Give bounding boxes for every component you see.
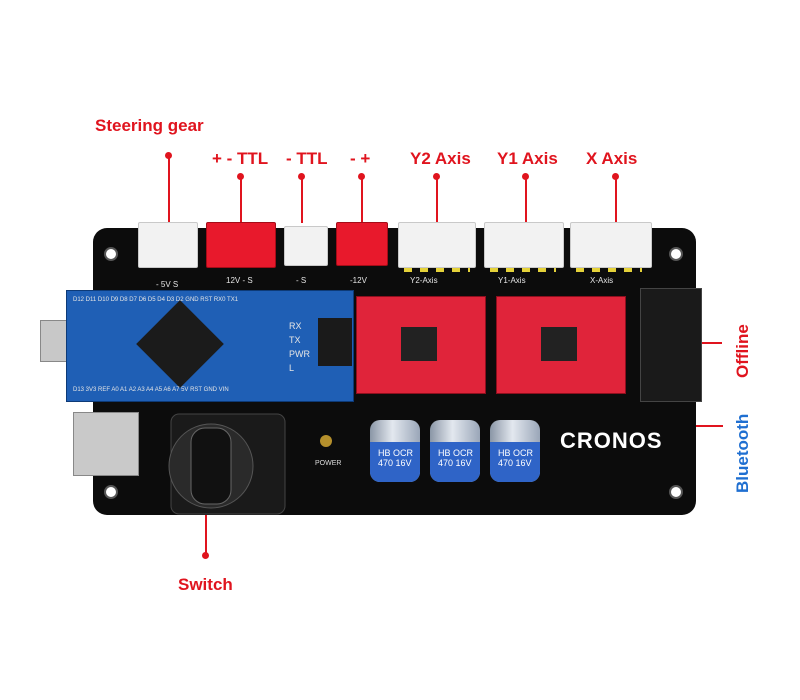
arduino-nano: D12 D11 D10 D9 D8 D7 D6 D5 D4 D3 D2 GND … bbox=[66, 290, 354, 402]
minus-plus-label: - + bbox=[350, 149, 371, 168]
joystick-switch bbox=[168, 413, 286, 515]
y2-dot bbox=[433, 173, 440, 180]
nano-l: L bbox=[289, 363, 295, 373]
offline-line bbox=[696, 342, 722, 344]
ttl-plus-minus-label: + - TTL bbox=[212, 149, 269, 168]
steering-gear-connector bbox=[138, 222, 198, 268]
switch-dot bbox=[202, 552, 209, 559]
mount-hole-bottom-right bbox=[669, 485, 683, 499]
silk-5v: - 5V S bbox=[156, 280, 179, 289]
y1-dot bbox=[522, 173, 529, 180]
y1-pins bbox=[490, 268, 556, 272]
capacitor-text: HB OCR 470 16V bbox=[438, 448, 474, 468]
ttl-minus-label: - TTL bbox=[286, 149, 328, 168]
y1-axis-label: Y1 Axis bbox=[497, 149, 558, 168]
y2-pins bbox=[404, 268, 470, 272]
x-line bbox=[615, 179, 617, 223]
y2-axis-label: Y2 Axis bbox=[410, 149, 471, 168]
x-connector bbox=[570, 222, 652, 268]
ttl1-dot bbox=[237, 173, 244, 180]
silk-y2: Y2-Axis bbox=[410, 276, 438, 285]
microcontroller-chip bbox=[136, 300, 224, 388]
silk-12v: 12V - S bbox=[226, 276, 253, 285]
driver-ic bbox=[541, 327, 577, 361]
capacitor-2: HB OCR 470 16V bbox=[430, 420, 480, 482]
y1-line bbox=[525, 179, 527, 223]
ttl1-connector bbox=[206, 222, 276, 268]
capacitor-sleeve bbox=[430, 442, 480, 482]
silk-x: X-Axis bbox=[590, 276, 614, 285]
nano-tx: TX bbox=[289, 335, 301, 345]
ttl2-connector bbox=[284, 226, 328, 266]
silk-s: - S bbox=[296, 276, 307, 285]
stepper-driver-y2 bbox=[356, 296, 486, 394]
x-pins bbox=[576, 268, 642, 272]
silk-y1: Y1-Axis bbox=[498, 276, 526, 285]
offline-bluetooth-header bbox=[640, 288, 702, 402]
mount-hole-top-left bbox=[104, 247, 118, 261]
nano-rx: RX bbox=[289, 321, 302, 331]
capacitor-1: HB OCR 470 16V bbox=[370, 420, 420, 482]
offline-label: Offline bbox=[733, 324, 752, 378]
ttl2-dot bbox=[298, 173, 305, 180]
power-text: POWER bbox=[315, 460, 342, 467]
capacitor-3: HB OCR 470 16V bbox=[490, 420, 540, 482]
nano-pwr: PWR bbox=[289, 349, 310, 359]
nano-top-pins: D12 D11 D10 D9 D8 D7 D6 D5 D4 D3 D2 GND … bbox=[73, 297, 239, 303]
steering-gear-line bbox=[168, 158, 170, 224]
ttl2-line bbox=[301, 179, 303, 223]
x-dot bbox=[612, 173, 619, 180]
y2-connector bbox=[398, 222, 476, 268]
capacitor-text: HB OCR 470 16V bbox=[498, 448, 534, 468]
capacitor-sleeve bbox=[370, 442, 420, 482]
plusminus-connector bbox=[336, 222, 388, 266]
driver-ic bbox=[401, 327, 437, 361]
dc-power-jack bbox=[73, 412, 139, 476]
stepper-driver-y1 bbox=[496, 296, 626, 394]
y2-line bbox=[436, 179, 438, 223]
ttl1-line bbox=[240, 179, 242, 223]
capacitor-text: HB OCR 470 16V bbox=[378, 448, 414, 468]
x-axis-label: X Axis bbox=[586, 149, 638, 168]
mount-hole-bottom-left bbox=[104, 485, 118, 499]
cronos-logo: CRONOS bbox=[560, 428, 663, 453]
mount-hole-top-right bbox=[669, 247, 683, 261]
plusminus-dot bbox=[358, 173, 365, 180]
jumper-header bbox=[318, 318, 352, 366]
nano-bottom-pins: D13 3V3 REF A0 A1 A2 A3 A4 A5 A6 A7 5V R… bbox=[73, 387, 229, 393]
joystick-stick bbox=[190, 427, 232, 505]
steering-gear-dot bbox=[165, 152, 172, 159]
switch-line bbox=[205, 478, 207, 554]
plusminus-line bbox=[361, 179, 363, 223]
switch-label: Switch bbox=[178, 575, 233, 594]
capacitor-sleeve bbox=[490, 442, 540, 482]
bluetooth-label: Bluetooth bbox=[733, 413, 752, 493]
y1-connector bbox=[484, 222, 564, 268]
silk-12v2: -12V bbox=[350, 276, 367, 285]
power-led bbox=[320, 435, 332, 447]
steering-gear-label: Steering gear bbox=[95, 116, 204, 135]
